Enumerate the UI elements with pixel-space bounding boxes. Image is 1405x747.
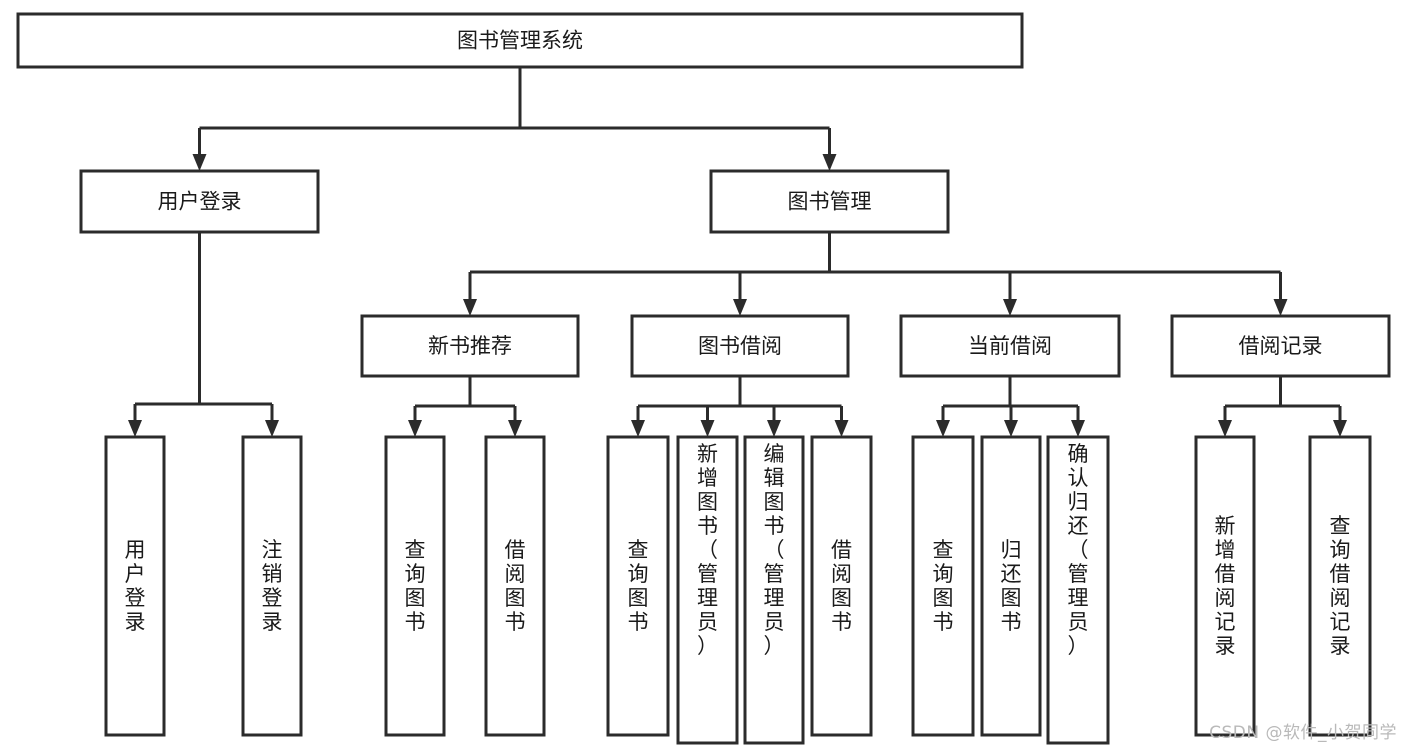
- arrowhead-icon: [408, 420, 422, 437]
- node-level2-用户登录[interactable]: 用户登录: [79, 169, 320, 234]
- connectors-layer: [128, 67, 1347, 437]
- nodes-layer: 图书管理系统用户登录图书管理新书推荐图书借阅当前借阅借阅记录用户登录注销登录查询…: [16, 12, 1391, 745]
- arrowhead-icon: [834, 420, 849, 437]
- node-level3-图书借阅[interactable]: 图书借阅: [630, 314, 850, 378]
- arrowhead-icon: [1218, 420, 1232, 437]
- node-box: [360, 314, 580, 378]
- node-box: [384, 435, 446, 737]
- arrowhead-icon: [192, 154, 207, 171]
- node-label: 用户登录: [125, 538, 146, 634]
- node-level3-新书推荐[interactable]: 新书推荐: [360, 314, 580, 378]
- node-leaf-用户登录[interactable]: 用户登录: [104, 435, 166, 737]
- node-box: [484, 435, 546, 737]
- node-leaf-查询借阅记录[interactable]: 查询借阅记录: [1308, 435, 1372, 737]
- node-level3-借阅记录[interactable]: 借阅记录: [1170, 314, 1391, 378]
- arrowhead-icon: [700, 420, 715, 437]
- arrowhead-icon: [1071, 420, 1085, 437]
- node-box: [743, 435, 805, 745]
- node-leaf-查询图书[interactable]: 查询图书: [911, 435, 975, 737]
- node-leaf-归还图书[interactable]: 归还图书: [980, 435, 1042, 737]
- arrowhead-icon: [936, 420, 950, 437]
- node-label: 查询借阅记录: [1330, 514, 1351, 658]
- node-box: [1046, 435, 1110, 745]
- node-label: 图书管理: [788, 190, 872, 214]
- node-box: [104, 435, 166, 737]
- node-box: [1170, 314, 1391, 378]
- node-label: 当前借阅: [968, 334, 1052, 358]
- node-box: [709, 169, 950, 234]
- node-label: 图书管理系统: [457, 29, 583, 53]
- arrowhead-icon: [265, 420, 279, 437]
- arrowhead-icon: [822, 154, 837, 171]
- node-leaf-编辑图书管理员[interactable]: 编辑图书（管理员）: [743, 435, 805, 745]
- arrowhead-icon: [508, 420, 522, 437]
- node-leaf-查询图书[interactable]: 查询图书: [606, 435, 670, 737]
- node-leaf-新增图书管理员[interactable]: 新增图书（管理员）: [676, 435, 739, 745]
- node-label: 图书借阅: [698, 334, 782, 358]
- arrowhead-icon: [1333, 420, 1347, 437]
- node-box: [1194, 435, 1256, 737]
- node-label: 查询图书: [628, 538, 649, 634]
- node-label: 查询图书: [933, 538, 954, 634]
- node-label: 归还图书: [1001, 538, 1022, 634]
- node-box: [630, 314, 850, 378]
- node-label: 借阅图书: [831, 538, 852, 634]
- node-leaf-借阅图书[interactable]: 借阅图书: [810, 435, 873, 737]
- csdn-watermark: CSDN @软件_小贺同学: [1209, 723, 1397, 743]
- arrowhead-icon: [631, 420, 645, 437]
- node-leaf-查询图书[interactable]: 查询图书: [384, 435, 446, 737]
- node-label: 确认归还（管理员）: [1068, 442, 1089, 658]
- node-label: 新书推荐: [428, 334, 512, 358]
- node-label: 注销登录: [262, 538, 283, 634]
- node-box: [676, 435, 739, 745]
- node-leaf-确认归还管理员[interactable]: 确认归还（管理员）: [1046, 435, 1110, 745]
- node-root-图书管理系统[interactable]: 图书管理系统: [16, 12, 1024, 69]
- node-label: 新增借阅记录: [1215, 514, 1236, 658]
- node-box: [899, 314, 1121, 378]
- node-label: 查询图书: [405, 538, 426, 634]
- arrowhead-icon: [463, 299, 477, 316]
- node-box: [1308, 435, 1372, 737]
- arrowhead-icon: [128, 420, 142, 437]
- node-leaf-新增借阅记录[interactable]: 新增借阅记录: [1194, 435, 1256, 737]
- node-level3-当前借阅[interactable]: 当前借阅: [899, 314, 1121, 378]
- node-label: 借阅图书: [505, 538, 526, 634]
- arrowhead-icon: [1273, 299, 1288, 316]
- node-box: [79, 169, 320, 234]
- node-box: [16, 12, 1024, 69]
- node-label: 编辑图书（管理员）: [764, 442, 785, 658]
- node-label: 借阅记录: [1239, 334, 1323, 358]
- node-box: [606, 435, 670, 737]
- node-leaf-注销登录[interactable]: 注销登录: [241, 435, 303, 737]
- node-box: [911, 435, 975, 737]
- node-box: [241, 435, 303, 737]
- arrowhead-icon: [733, 299, 747, 316]
- arrowhead-icon: [767, 420, 781, 437]
- node-box: [810, 435, 873, 737]
- node-label: 用户登录: [158, 190, 242, 214]
- node-leaf-借阅图书[interactable]: 借阅图书: [484, 435, 546, 737]
- node-label: 新增图书（管理员）: [697, 442, 718, 658]
- arrowhead-icon: [1003, 299, 1017, 316]
- node-box: [980, 435, 1042, 737]
- arrowhead-icon: [1004, 420, 1018, 437]
- node-level2-图书管理[interactable]: 图书管理: [709, 169, 950, 234]
